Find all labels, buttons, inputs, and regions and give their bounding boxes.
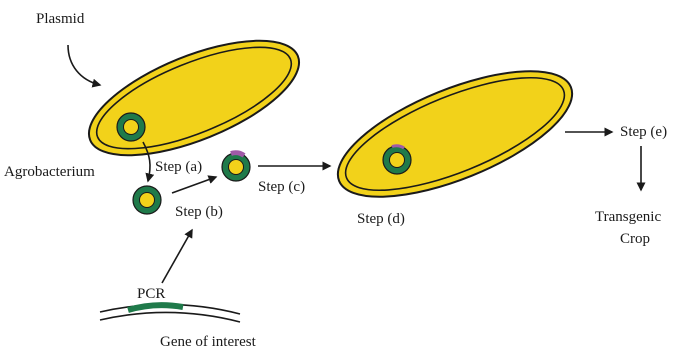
- plant-cell-outer-wall: [322, 45, 588, 222]
- plasmid-in-plant-cell: [383, 146, 411, 174]
- recombinant-plasmid: [222, 153, 250, 181]
- step-b-label: Step (b): [175, 204, 223, 220]
- pcr-label: PCR: [137, 286, 165, 302]
- step-c-label: Step (c): [258, 179, 305, 195]
- plasmid-pointer-arrow: [68, 45, 100, 85]
- plant-cell: [322, 45, 588, 222]
- gene-insert-mark: [231, 153, 244, 156]
- plasmid-in-agrobacterium: [117, 113, 145, 141]
- crop-label: Crop: [620, 231, 650, 247]
- agrobacterium-label: Agrobacterium: [4, 164, 95, 180]
- step-b-arrow: [172, 177, 216, 193]
- dna-strand: [100, 304, 240, 322]
- isolated-plasmid: [133, 186, 161, 214]
- step-d-label: Step (d): [357, 211, 405, 227]
- dna-strand-bottom: [100, 312, 240, 322]
- gene-of-interest-segment: [128, 305, 183, 310]
- agrobacterium-cell: [74, 17, 313, 179]
- step-e-label: Step (e): [620, 124, 667, 140]
- gene-of-interest-label: Gene of interest: [160, 334, 257, 350]
- plasmid-label: Plasmid: [36, 11, 85, 27]
- pcr-arrow: [162, 230, 192, 283]
- transgenic-label: Transgenic: [595, 209, 661, 225]
- step-a-label: Step (a): [155, 159, 202, 175]
- agrobacterium-cell-outer-wall: [74, 17, 313, 179]
